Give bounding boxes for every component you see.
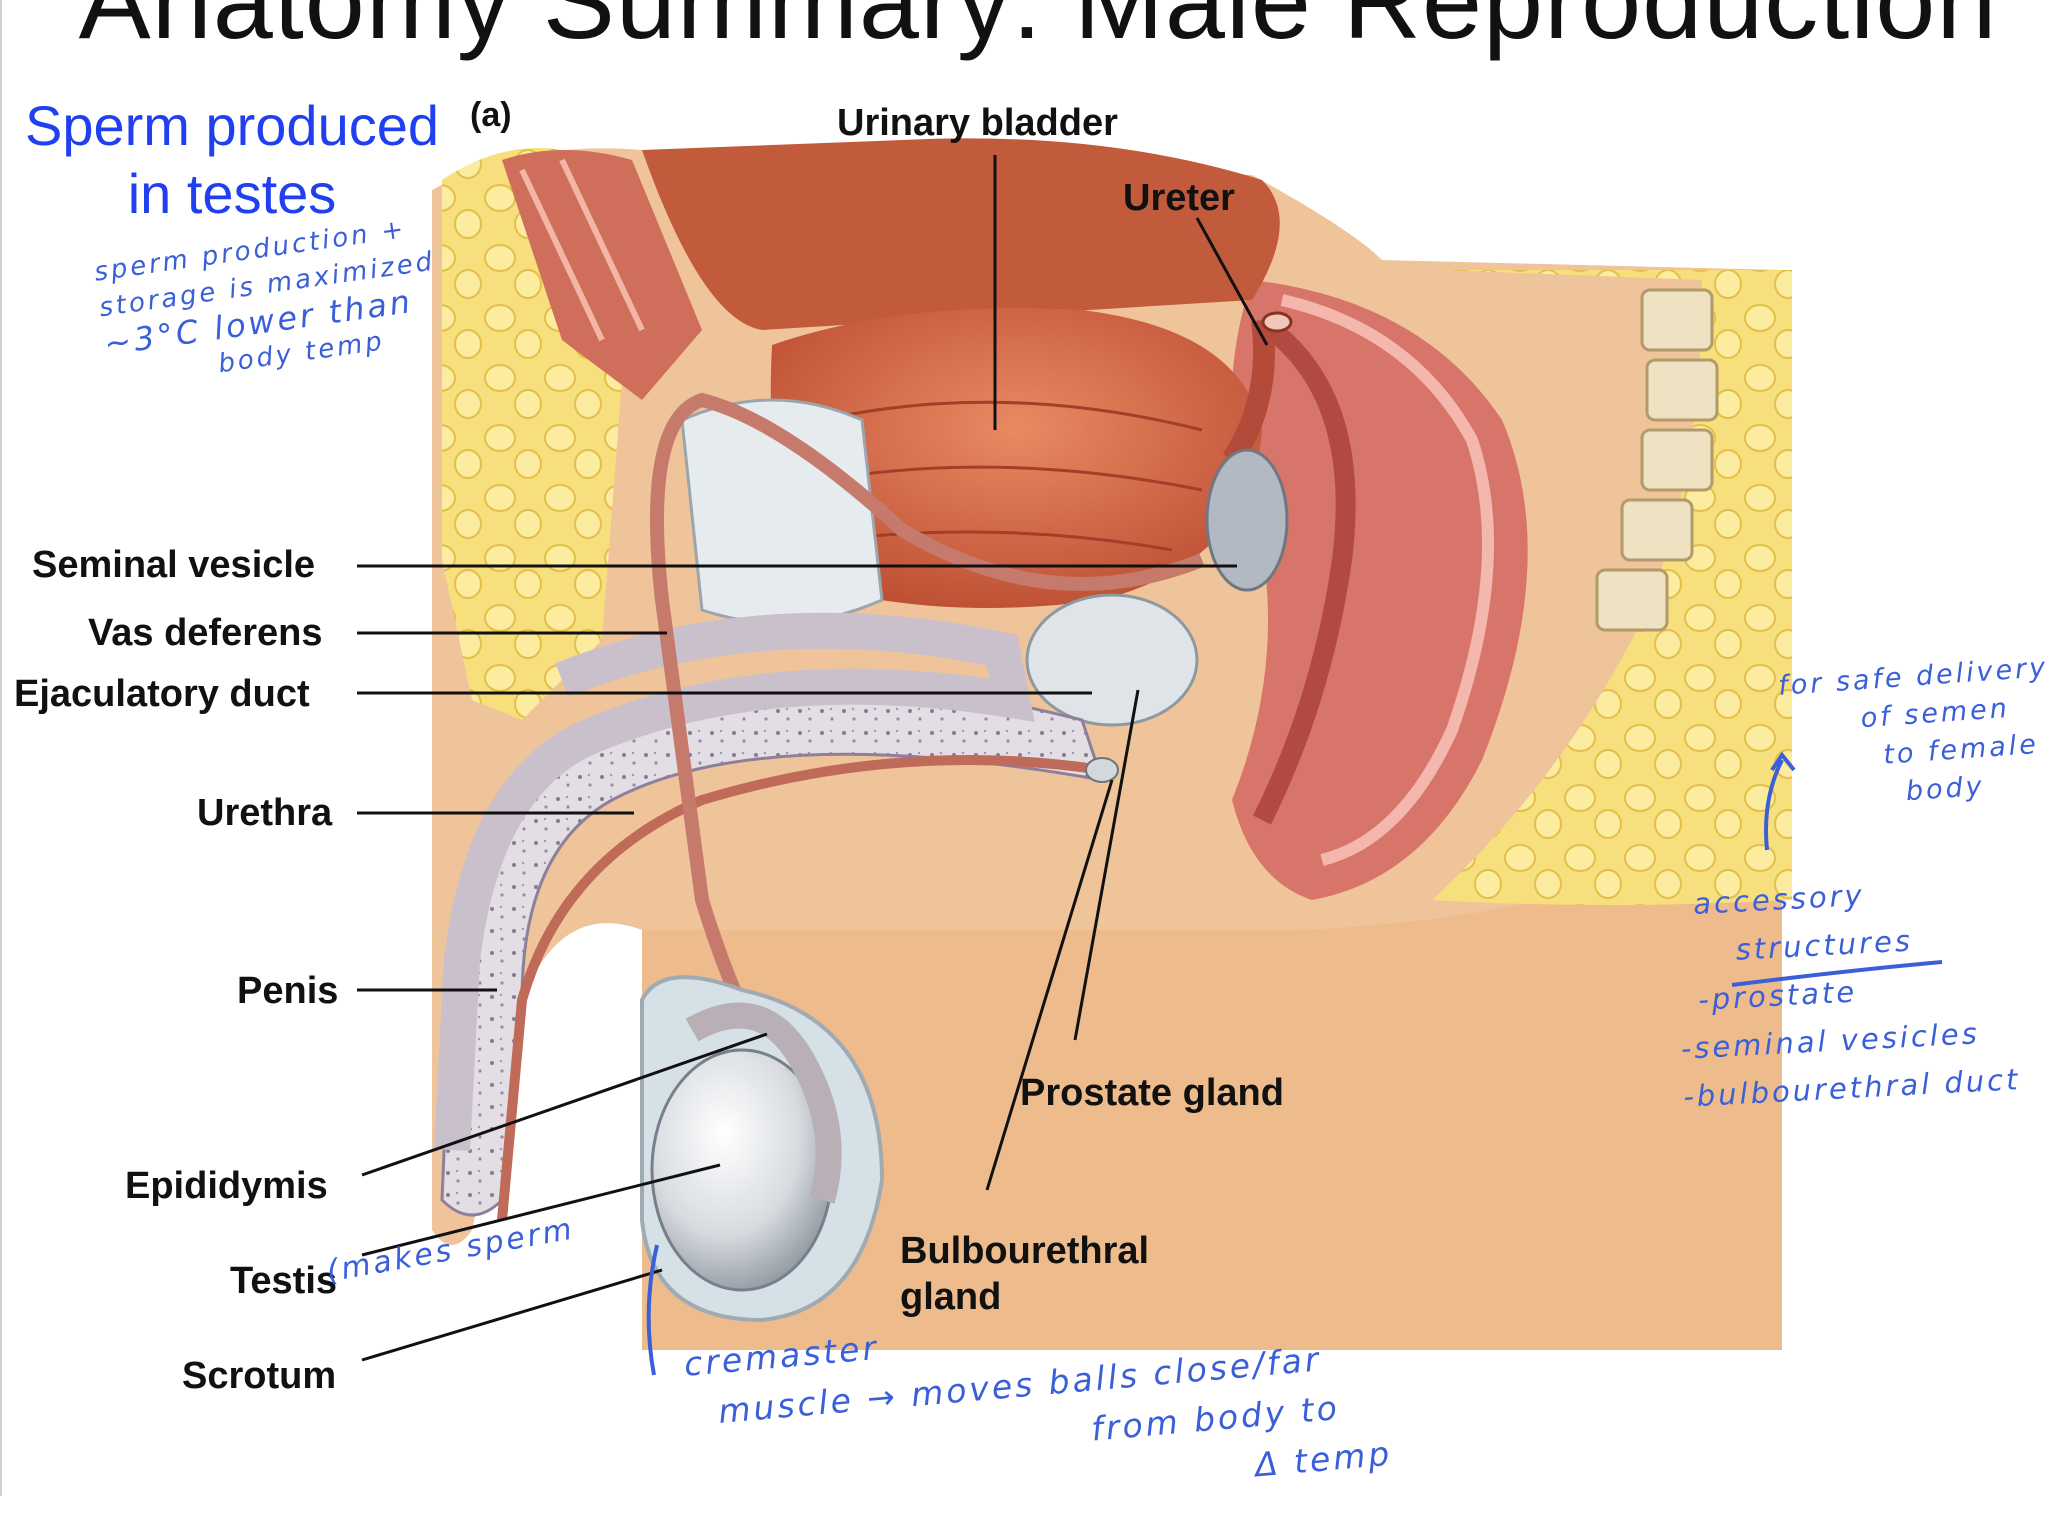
anatomy-illustration (357, 138, 1943, 1376)
label-epididymis: Epididymis (125, 1165, 328, 1207)
slide: Anatomy Summary: Male Reproduction Sperm… (0, 0, 2057, 1496)
slide-title: Anatomy Summary: Male Reproduction (78, 0, 1998, 61)
label-seminal-vesicle: Seminal vesicle (32, 544, 316, 586)
note-right-top: for safe delivery of semen to female bod… (1777, 649, 2057, 819)
label-ureter: Ureter (1123, 177, 1235, 219)
panel-letter: (a) (470, 96, 512, 134)
label-ejaculatory-duct: Ejaculatory duct (14, 673, 310, 715)
blue-heading: Sperm produced in testes (12, 92, 452, 228)
blue-heading-line-2: in testes (127, 162, 337, 225)
label-penis: Penis (237, 970, 339, 1012)
label-testis: Testis (230, 1260, 338, 1302)
label-prostate-gland: Prostate gland (1020, 1072, 1284, 1114)
label-urethra: Urethra (197, 792, 333, 834)
label-vas-deferens: Vas deferens (88, 612, 323, 654)
label-bulbourethral-line-1: Bulbourethral (900, 1230, 1150, 1272)
label-bulbourethral-line-2: gland (900, 1276, 1002, 1318)
note-accessory: accessory structures -prostate -seminal … (1680, 863, 2022, 1119)
label-scrotum: Scrotum (182, 1355, 337, 1397)
label-bulbourethral-gland: Bulbourethral gland (900, 1228, 1149, 1320)
blue-heading-line-1: Sperm produced (24, 94, 439, 157)
label-urinary-bladder: Urinary bladder (837, 102, 1118, 144)
